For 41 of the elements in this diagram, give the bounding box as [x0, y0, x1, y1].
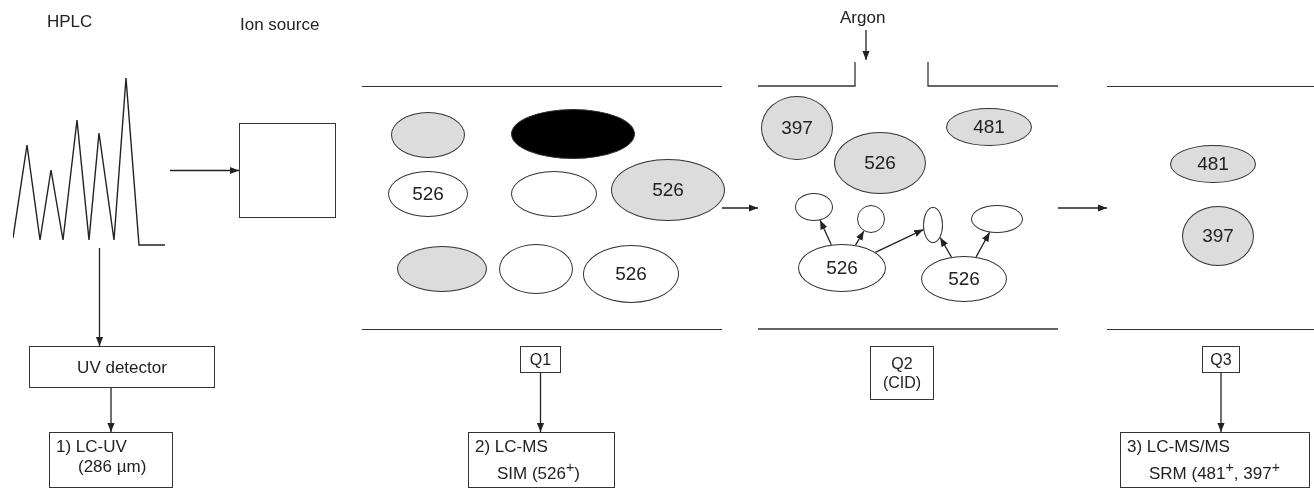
process-box: UV detector [29, 346, 215, 388]
ion-ellipse [857, 205, 885, 233]
heading-label: Ion source [240, 15, 320, 35]
arrow [819, 219, 832, 246]
arrow [975, 231, 991, 258]
ion-ellipse: 481 [946, 108, 1032, 146]
ion-source-box [239, 123, 336, 218]
result-box: 3) LC-MS/MS SRM (481$^{+}$, 397$^{+}$ [1120, 432, 1310, 488]
arrow [1057, 204, 1108, 212]
arrow [169, 166, 240, 175]
ion-ellipse: 397 [761, 96, 833, 160]
arrow [536, 372, 545, 433]
arrow [862, 29, 870, 61]
arrow [95, 247, 104, 347]
quadrupole-label: Q3 [1202, 346, 1240, 373]
arrow [854, 230, 865, 246]
ion-ellipse [923, 207, 943, 243]
ion-ellipse: 526 [834, 132, 926, 194]
chamber-band [362, 86, 722, 330]
ion-ellipse: 526 [388, 171, 468, 217]
heading-label: HPLC [47, 12, 93, 32]
ion-ellipse: 526 [583, 245, 679, 303]
quadrupole-label: Q1 [520, 346, 561, 373]
ion-ellipse [971, 205, 1023, 233]
arrow [107, 387, 115, 433]
arrow [939, 236, 953, 258]
ion-ellipse: 526 [611, 159, 725, 221]
arrow [721, 204, 759, 212]
result-box: 1) LC-UV (286 µm) [49, 432, 173, 488]
ion-ellipse: 526 [921, 256, 1007, 302]
gas-label: Argon [840, 8, 892, 30]
arrow [1217, 372, 1225, 433]
chamber-band [1107, 86, 1314, 330]
quadrupole-label: Q2 (CID) [870, 346, 934, 400]
ion-ellipse [795, 193, 833, 221]
ion-ellipse: 397 [1182, 206, 1254, 266]
ion-ellipse: 526 [798, 244, 886, 292]
chamber-band [758, 60, 1058, 330]
ion-ellipse: 481 [1170, 145, 1256, 183]
arrow [874, 228, 924, 253]
result-box: 2) LC-MS SIM (526$^{+}$) [468, 432, 615, 488]
